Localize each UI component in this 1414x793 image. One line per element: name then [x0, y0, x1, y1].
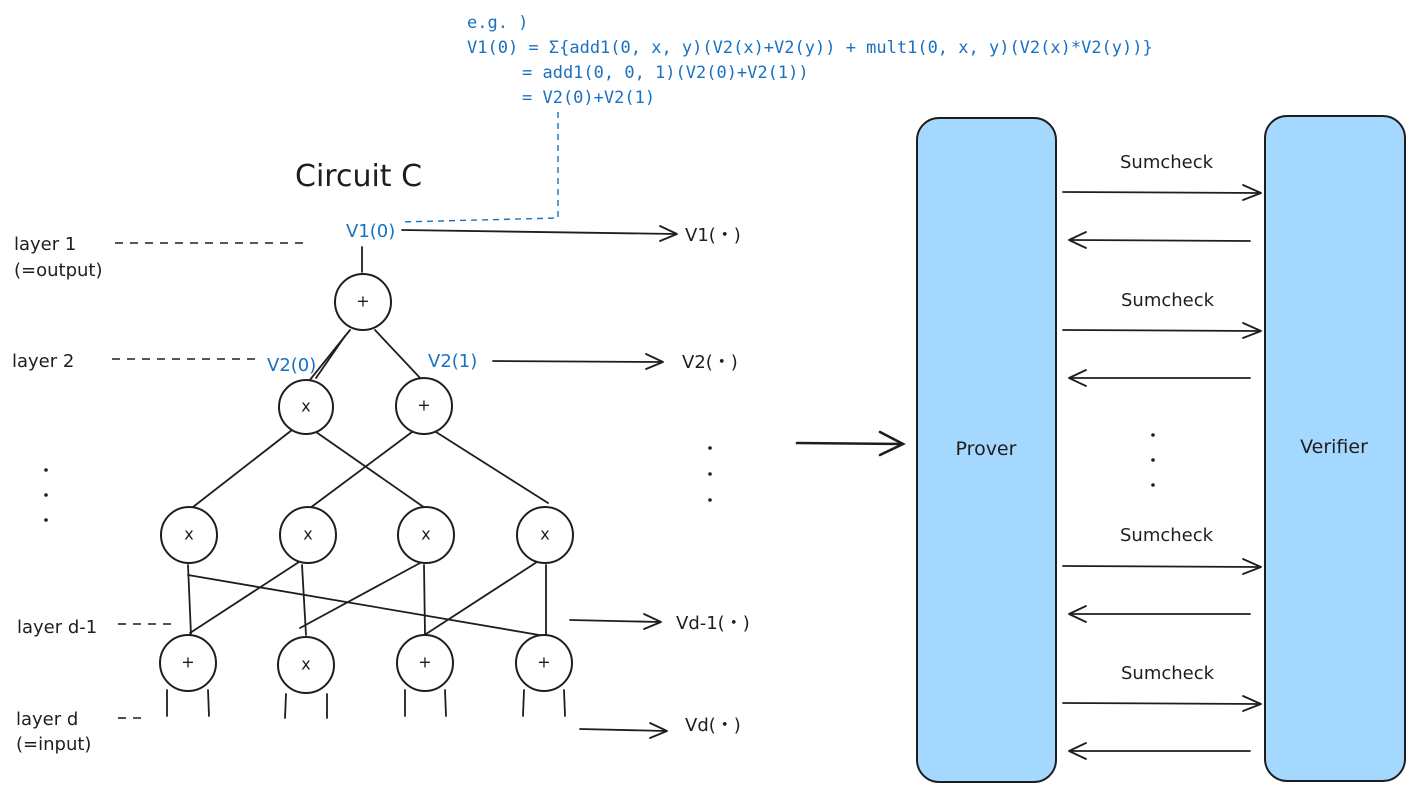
gate-layer-d-1-a: + [159, 634, 217, 692]
sumcheck-round-3: Sumcheck [1062, 525, 1262, 623]
output-v1: V1(・) [685, 225, 741, 246]
gate-layer-3-c: x [397, 506, 455, 564]
output-v2: V2(・) [682, 352, 738, 373]
gate-label: + [418, 653, 431, 672]
gate-label: + [356, 292, 369, 311]
sumcheck-label: Sumcheck [1121, 290, 1215, 311]
verifier-panel [1264, 115, 1406, 782]
output-ellipsis [708, 446, 712, 502]
layer-1-label: layer 1 [14, 234, 76, 255]
gate-layer-d-1-d: + [515, 634, 573, 692]
gate-layer-2-a: x [278, 379, 334, 435]
output-arrows [401, 225, 678, 739]
layer-d-1-label: layer d-1 [17, 617, 97, 638]
example-formula: e.g. ) V1(0) = Σ{add1(0, x, y)(V2(x)+V2(… [467, 13, 1153, 108]
gate-label: x [301, 397, 310, 416]
output-vd-1: Vd-1(・) [676, 613, 750, 634]
gate-label: + [417, 396, 430, 415]
layer-d-label: layer d [16, 709, 78, 730]
gate-label: x [421, 525, 430, 544]
example-line-1: e.g. ) [467, 13, 528, 33]
gate-layer-d-1-b: x [277, 636, 335, 694]
sumcheck-label: Sumcheck [1121, 663, 1215, 684]
prover-label: Prover [956, 438, 1017, 460]
gate-layer-d-1-c: + [396, 634, 454, 692]
layer-1-sub-label: (=output) [14, 260, 103, 281]
gate-layer-3-b: x [279, 506, 337, 564]
v1-0-label: V1(0) [346, 221, 395, 242]
gate-layer-3-a: x [160, 506, 218, 564]
sumcheck-round-1: Sumcheck [1062, 152, 1262, 249]
gate-label: x [540, 525, 549, 544]
v2-0-label: V2(0) [267, 355, 316, 376]
gate-layer-2-b: + [395, 377, 453, 435]
left-ellipsis [44, 468, 48, 522]
gate-label: + [537, 653, 550, 672]
rounds-ellipsis [1151, 433, 1155, 487]
gate-label: x [303, 525, 312, 544]
v2-1-label: V2(1) [428, 351, 477, 372]
layer-2-label: layer 2 [12, 351, 74, 372]
sumcheck-round-4: Sumcheck [1062, 663, 1262, 760]
gate-layer-1: + [334, 273, 392, 331]
verifier-label: Verifier [1300, 436, 1368, 458]
prover-panel [916, 117, 1057, 783]
gate-label: x [301, 655, 310, 674]
example-connector [399, 112, 559, 223]
gate-label: x [184, 525, 193, 544]
gate-label: + [181, 653, 194, 672]
gate-layer-3-d: x [516, 506, 574, 564]
example-line-2: V1(0) = Σ{add1(0, x, y)(V2(x)+V2(y)) + m… [467, 38, 1153, 58]
circuit-wires [166, 246, 566, 719]
sumcheck-label: Sumcheck [1120, 152, 1214, 173]
to-protocol-arrow [795, 430, 906, 457]
circuit-title: Circuit C [295, 159, 422, 194]
sumcheck-round-2: Sumcheck [1062, 290, 1262, 387]
example-line-4: = V2(0)+V2(1) [522, 88, 655, 108]
layer-d-sub-label: (=input) [16, 734, 91, 755]
sumcheck-label: Sumcheck [1120, 525, 1214, 546]
example-line-3: = add1(0, 0, 1)(V2(0)+V2(1)) [522, 63, 809, 83]
output-vd: Vd(・) [685, 715, 741, 736]
